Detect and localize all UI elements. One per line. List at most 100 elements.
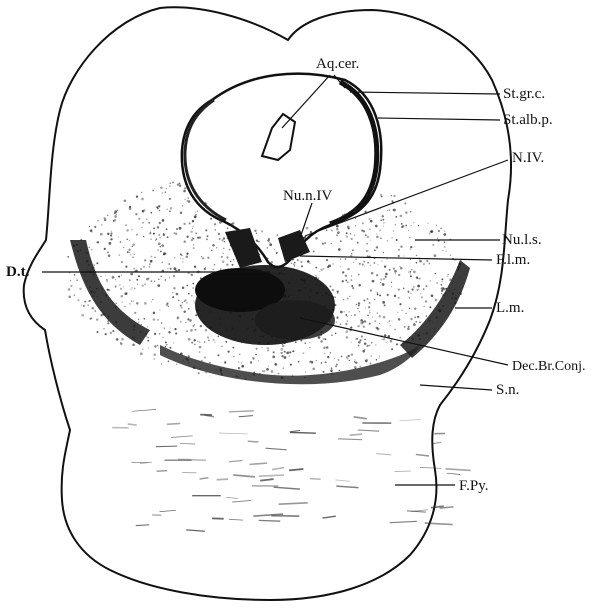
stipple-dot — [133, 301, 134, 302]
stipple-dot — [184, 241, 186, 243]
stipple-dot — [162, 219, 165, 222]
stipple-dot — [233, 347, 235, 349]
stipple-dot — [189, 222, 191, 224]
stipple-dot — [363, 261, 365, 263]
stipple-dot — [340, 240, 342, 242]
stipple-dot — [376, 327, 379, 330]
stipple-dot — [346, 356, 347, 357]
pyramidal-fibres — [112, 409, 471, 531]
stipple-dot — [423, 306, 424, 307]
stipple-dot — [379, 229, 381, 231]
stipple-dot — [70, 285, 72, 287]
stipple-dot — [395, 224, 396, 225]
stipple-dot — [105, 333, 107, 335]
fibre-stroke — [248, 441, 259, 442]
stipple-dot — [161, 276, 162, 277]
stipple-dot — [97, 241, 99, 243]
stipple-dot — [142, 348, 143, 349]
fibre-stroke — [279, 503, 308, 504]
stipple-dot — [391, 286, 392, 287]
stipple-dot — [418, 289, 419, 290]
stipple-dot — [326, 346, 329, 349]
stipple-dot — [187, 318, 189, 320]
stipple-dot — [185, 322, 186, 323]
stipple-dot — [380, 219, 382, 221]
stipple-dot — [363, 230, 365, 232]
fibre-stroke — [136, 525, 149, 526]
stipple-dot — [352, 287, 354, 289]
stipple-dot — [129, 206, 131, 208]
stipple-dot — [320, 269, 322, 271]
stipple-dot — [173, 275, 175, 277]
stipple-dot — [351, 315, 352, 316]
stipple-dot — [188, 188, 190, 190]
stipple-dot — [123, 247, 124, 248]
fibre-stroke — [274, 487, 300, 489]
stipple-dot — [186, 285, 188, 287]
stipple-dot — [391, 282, 392, 283]
stipple-dot — [218, 233, 220, 235]
stipple-dot — [438, 230, 440, 232]
stipple-dot — [440, 228, 442, 230]
stipple-dot — [226, 264, 228, 266]
stipple-dot — [221, 256, 223, 258]
fibre-stroke — [156, 446, 178, 447]
stipple-dot — [271, 370, 274, 373]
fibre-stroke — [407, 511, 426, 512]
stipple-dot — [68, 296, 71, 299]
stipple-dot — [383, 338, 386, 341]
stipple-dot — [426, 260, 428, 262]
stipple-dot — [115, 285, 117, 287]
stipple-dot — [351, 238, 353, 240]
stipple-dot — [358, 305, 360, 307]
stipple-dot — [365, 360, 368, 363]
stipple-dot — [152, 190, 154, 192]
stipple-dot — [76, 279, 78, 281]
stipple-dot — [431, 294, 434, 297]
stipple-dot — [123, 286, 124, 287]
stipple-dot — [437, 238, 438, 239]
stipple-dot — [94, 310, 96, 312]
stipple-dot — [103, 328, 104, 329]
stipple-dot — [347, 320, 348, 321]
stipple-dot — [182, 302, 183, 303]
stipple-dot — [419, 321, 421, 323]
stipple-dot — [214, 223, 216, 225]
stipple-dot — [315, 267, 317, 269]
stipple-dot — [345, 314, 347, 316]
stipple-dot — [358, 302, 360, 304]
stipple-dot — [330, 229, 331, 230]
fibre-stroke — [446, 469, 471, 471]
stipple-dot — [320, 340, 322, 342]
stipple-dot — [150, 260, 153, 263]
stipple-dot — [292, 350, 294, 352]
stipple-dot — [125, 292, 127, 294]
stipple-dot — [369, 302, 371, 304]
stipple-dot — [370, 289, 372, 291]
stipple-dot — [180, 258, 181, 259]
stipple-dot — [347, 281, 349, 283]
stipple-dot — [129, 279, 131, 281]
stipple-dot — [142, 210, 145, 213]
stipple-dot — [114, 215, 117, 218]
stipple-dot — [416, 255, 418, 257]
stipple-dot — [284, 351, 286, 353]
stipple-dot — [150, 239, 151, 240]
stipple-dot — [140, 352, 143, 355]
stipple-dot — [188, 200, 191, 203]
stipple-dot — [172, 292, 173, 293]
stipple-dot — [186, 253, 188, 255]
stipple-dot — [354, 361, 355, 362]
stipple-dot — [355, 225, 356, 226]
fibre-stroke — [219, 433, 248, 434]
stipple-dot — [409, 308, 411, 310]
stipple-dot — [129, 240, 130, 241]
stipple-dot — [262, 370, 263, 371]
stipple-dot — [359, 311, 360, 312]
stipple-dot — [181, 307, 183, 309]
stipple-dot — [387, 240, 389, 242]
leader-st-alb-p — [378, 118, 500, 120]
stipple-dot — [105, 275, 106, 276]
stipple-dot — [311, 361, 314, 364]
stipple-dot — [164, 328, 165, 329]
